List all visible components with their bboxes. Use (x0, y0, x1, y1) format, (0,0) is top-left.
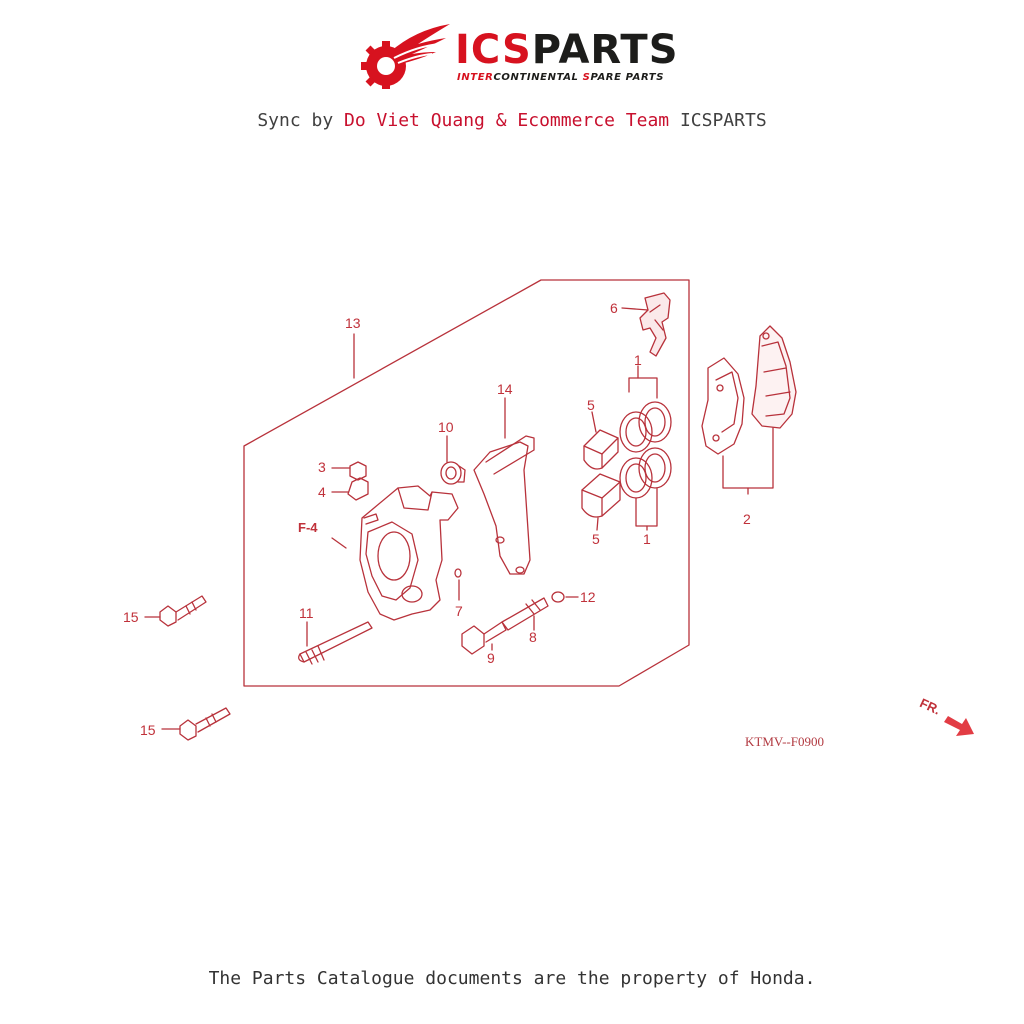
piston-seal-upper-2 (638, 401, 672, 443)
callout-1-upper: 1 (634, 352, 642, 368)
callout-7: 7 (455, 603, 463, 619)
icsparts-logo: ICSPARTS INTERCONTINENTAL SPARE PARTS (360, 22, 678, 90)
mounting-bolt-lower (179, 707, 231, 741)
caliper-pin (298, 621, 373, 665)
caliper-assembly-boundary (243, 279, 690, 687)
brake-pad-inner (701, 357, 745, 455)
callout-15-upper: 15 (123, 609, 139, 625)
bleeder-valve (347, 461, 369, 501)
mounting-bolt-upper (159, 595, 207, 627)
callout-6: 6 (610, 300, 618, 316)
callout-10: 10 (438, 419, 454, 435)
piston-upper (583, 429, 619, 470)
pad-spring-clip (639, 292, 671, 357)
o-ring (454, 568, 462, 578)
callout-4: 4 (318, 484, 326, 500)
front-direction-label: FR. (917, 695, 942, 717)
brake-pad-outer (751, 325, 797, 429)
sync-credit: Sync by Do Viet Quang & Ecommerce Team I… (257, 110, 767, 131)
front-direction-arrow (944, 716, 974, 736)
callout-9: 9 (487, 650, 495, 666)
callout-2: 2 (743, 511, 751, 527)
callout-8: 8 (529, 629, 537, 645)
pin-bolt (501, 597, 549, 631)
callout-13: 13 (345, 315, 361, 331)
footer-notice: The Parts Catalogue documents are the pr… (208, 968, 816, 989)
piston-seal-upper-1 (619, 411, 653, 453)
dust-boot (440, 461, 466, 485)
piston-lower (581, 473, 621, 518)
caliper-bracket (473, 435, 535, 575)
callout-5-upper: 5 (587, 397, 595, 413)
callout-3: 3 (318, 459, 326, 475)
callout-14: 14 (497, 381, 513, 397)
brand-tagline: INTERCONTINENTAL SPARE PARTS (457, 72, 665, 83)
callout-11: 11 (299, 605, 314, 621)
winged-gear-icon (361, 24, 450, 89)
diagram-code: KTMV--F0900 (745, 734, 824, 749)
callout-12: 12 (580, 589, 596, 605)
callout-15-lower: 15 (140, 722, 156, 738)
pin-washer (551, 591, 565, 603)
callout-5-lower: 5 (592, 531, 600, 547)
piston-seal-lower-2 (638, 447, 672, 489)
reference-f4: F-4 (298, 520, 318, 535)
callout-1-lower: 1 (643, 531, 651, 547)
caliper-body (359, 485, 459, 621)
caliper-bolt (461, 621, 507, 655)
brand-name: ICSPARTS (455, 27, 679, 73)
